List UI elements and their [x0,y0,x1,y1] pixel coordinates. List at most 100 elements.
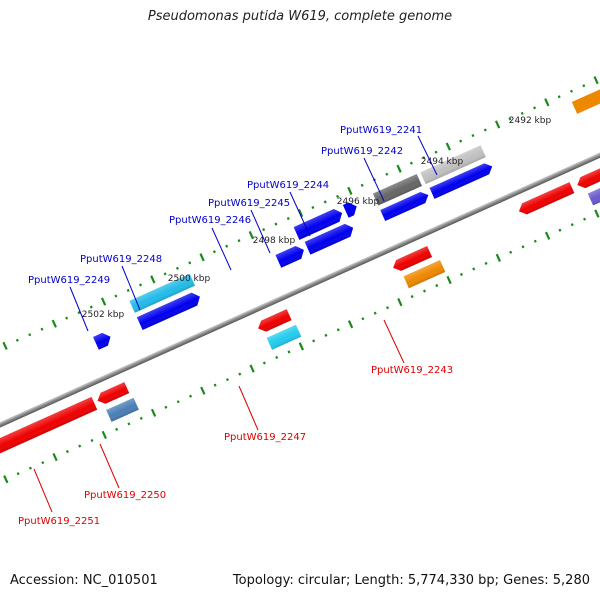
minor-tick [312,339,316,343]
gene-PputW619_2241-cds[interactable] [429,161,495,199]
gene-forward-right-orange[interactable] [571,85,600,114]
minor-tick [16,472,20,476]
minor-tick [533,106,537,110]
minor-tick [582,84,586,88]
gene-label[interactable]: PputW619_2249 [28,275,110,286]
gene-PputW619_2247[interactable] [266,324,302,350]
minor-tick [175,266,179,270]
major-tick [445,142,451,151]
genome-summary-text: Topology: circular; Length: 5,774,330 bp… [232,573,590,588]
minor-tick [41,461,45,465]
major-tick [544,98,550,107]
gene-label[interactable]: PputW619_2248 [80,254,162,265]
major-tick [248,231,254,240]
major-tick [593,76,599,85]
minor-tick [189,394,193,398]
gene-PputW619_2243[interactable] [403,259,446,289]
gene-PputW619_2243-cds[interactable] [391,246,433,273]
major-tick [150,408,157,417]
major-tick [2,341,8,350]
gene-PputW619_2247-cds[interactable] [256,309,292,334]
gene-label[interactable]: PputW619_2250 [84,490,166,501]
major-tick [297,208,304,218]
gene-label[interactable]: PputW619_2247 [224,432,306,443]
minor-tick [410,295,414,299]
scale-labels: 2492 kbp 2494 kbp 2496 kbp 2498 kbp 2500 kbp… [82,116,552,320]
gene-label[interactable]: PputW619_2244 [247,180,329,191]
gene-label-leader-line [69,286,89,332]
minor-tick [176,400,180,404]
minor-tick [569,89,573,93]
major-tick [298,342,304,351]
gene-PputW619_2249[interactable] [93,330,113,350]
major-tick [150,275,156,284]
minor-tick [65,450,69,454]
minor-tick [225,244,229,248]
scale-label: 2494 kbp [421,157,464,167]
minor-tick [90,438,94,443]
scale-label: 2492 kbp [509,116,552,126]
minor-tick [139,283,143,287]
minor-tick [583,217,587,221]
gene-labels: PputW619_2241PputW619_2242PputW619_2244P… [18,125,453,527]
minor-tick [89,305,93,309]
gene-label[interactable]: PputW619_2246 [169,215,251,226]
gene-PputW619_2242-cds[interactable] [380,190,431,222]
gene-label[interactable]: PputW619_2241 [340,125,422,136]
minor-tick [324,333,328,337]
gene-label-leader-line [33,468,53,513]
scale-label: 2500 kbp [168,274,211,284]
minor-tick [459,139,463,143]
minor-tick [521,245,525,249]
gene-PputW619_2244[interactable] [293,207,345,240]
minor-tick [15,338,19,342]
scale-label: 2498 kbp [253,236,296,246]
minor-tick [163,272,167,276]
minor-tick [459,272,463,277]
scale-label: 2502 kbp [82,310,125,320]
gene-label[interactable]: PputW619_2243 [371,365,453,376]
minor-tick [472,267,476,271]
gene-PputW619_2242[interactable] [372,173,423,206]
minor-tick [225,378,229,382]
minor-tick [238,372,242,376]
gene-PputW619_2246[interactable] [275,243,306,268]
map-title: Pseudomonas putida W619, complete genome [147,9,453,24]
gene-label-leader-line [99,443,120,489]
major-tick [200,386,206,395]
gene-PputW619_2251[interactable] [0,396,98,478]
gene-reverse-right-2[interactable] [575,153,600,190]
minor-tick [386,306,390,310]
major-tick [397,298,403,307]
minor-tick [28,333,32,337]
minor-tick [40,327,44,331]
minor-tick [385,172,389,176]
scale-label: 2496 kbp [337,197,380,207]
gene-label-leader-line [121,265,141,311]
gene-PputW619_2250-cds[interactable] [95,382,130,406]
minor-tick [336,194,340,198]
minor-tick [114,294,118,298]
gene-PputW619_2250[interactable] [106,397,139,422]
minor-tick [139,416,143,420]
minor-tick [509,250,513,254]
minor-tick [484,261,488,265]
gene-label[interactable]: PputW619_2251 [18,516,100,527]
minor-tick [409,161,413,165]
gene-PputW619_2248-cds[interactable] [136,290,203,331]
gene-PputW619_2244b[interactable] [342,200,360,218]
minor-tick [274,222,278,226]
major-tick [52,452,58,462]
major-tick [199,253,205,262]
major-tick [101,430,107,440]
minor-tick [65,316,69,320]
gene-PputW619_2245[interactable] [304,221,356,255]
gene-label-leader-line [211,227,232,271]
gene-reverse-right-1[interactable] [517,182,575,217]
major-tick [3,475,9,484]
gene-PputW619_2248[interactable] [129,273,195,313]
minor-tick [422,289,426,293]
gene-label[interactable]: PputW619_2245 [208,198,290,209]
gene-label[interactable]: PputW619_2242 [321,146,403,157]
minor-tick [286,216,290,221]
